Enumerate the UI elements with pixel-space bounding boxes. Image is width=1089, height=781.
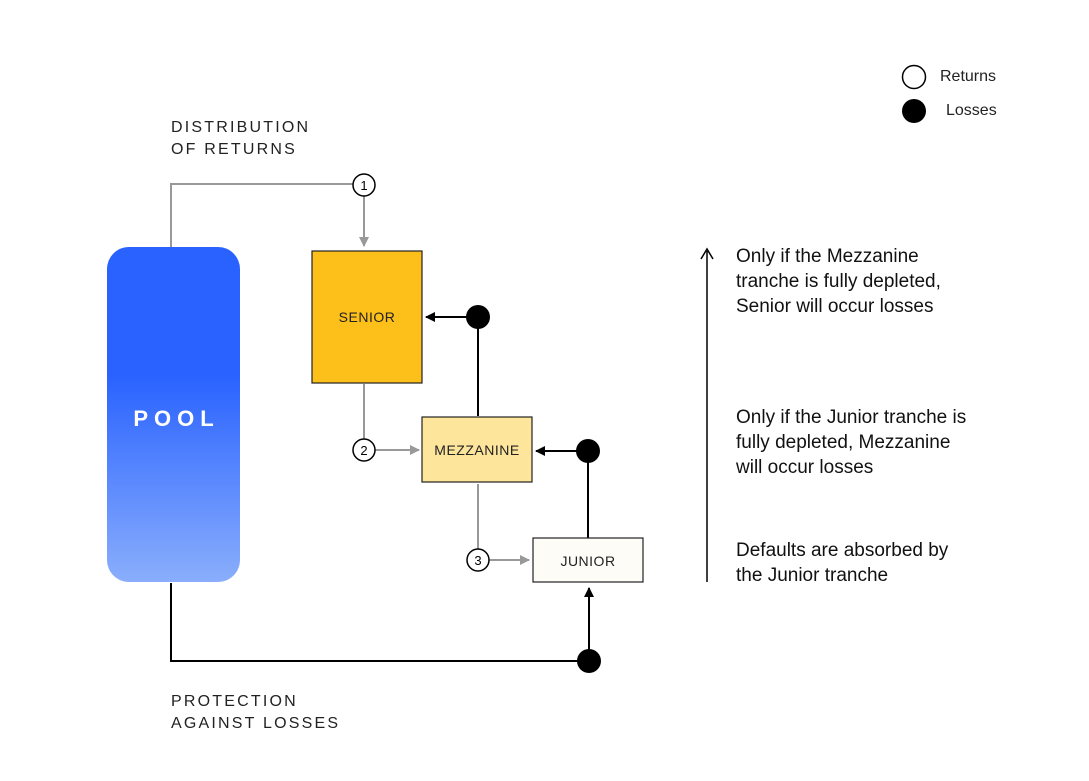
junior-tranche-label: JUNIOR xyxy=(560,553,616,569)
mezzanine-note-line-2: fully depleted, Mezzanine xyxy=(736,432,951,453)
senior-tranche-box xyxy=(311,250,423,384)
step-2-label: 2 xyxy=(360,443,367,458)
protection-caption-line-2: AGAINST LOSSES xyxy=(171,715,341,732)
pool-label: POOL xyxy=(133,406,220,431)
loss-dot-mezzanine xyxy=(576,439,600,463)
distribution-caption: DISTRIBUTION OF RETURNS xyxy=(171,117,310,161)
senior-tranche-label: SENIOR xyxy=(338,309,396,325)
mezzanine-tranche-label: MEZZANINE xyxy=(434,442,520,458)
losses-flow-line-pool xyxy=(170,583,589,662)
losses-legend-label: Losses xyxy=(946,102,997,119)
junior-note-line-1: Defaults are absorbed by xyxy=(736,540,949,561)
step-3-label: 3 xyxy=(474,553,481,568)
distribution-caption-line-1: DISTRIBUTION xyxy=(171,119,311,136)
step-2-circle xyxy=(352,438,376,462)
returns-legend-label: Returns xyxy=(940,68,997,85)
pool-container xyxy=(107,247,240,582)
protection-caption: PROTECTION AGAINST LOSSES xyxy=(171,691,340,735)
mezzanine-loss-note: Only if the Junior tranche is fully depl… xyxy=(736,405,1036,480)
returns-flow-line-1 xyxy=(170,183,353,247)
step-3-circle xyxy=(466,548,490,572)
priority-arrow-icon xyxy=(700,247,714,260)
senior-note-line-1: Only if the Mezzanine xyxy=(736,246,919,267)
junior-tranche-box xyxy=(532,537,644,583)
step-1-label: 1 xyxy=(360,178,367,193)
mezzanine-note-line-3: will occur losses xyxy=(736,457,874,478)
junior-loss-note: Defaults are absorbed by the Junior tran… xyxy=(736,538,1036,588)
junior-note-line-2: the Junior tranche xyxy=(736,565,889,586)
returns-legend-icon xyxy=(901,64,927,90)
senior-note-line-3: Senior will occur losses xyxy=(736,296,934,317)
mezzanine-note-line-1: Only if the Junior tranche is xyxy=(736,407,967,428)
senior-loss-note: Only if the Mezzanine tranche is fully d… xyxy=(736,244,1036,319)
step-1-circle xyxy=(352,173,376,197)
distribution-caption-line-2: OF RETURNS xyxy=(171,141,297,158)
loss-dot-pool xyxy=(577,649,601,673)
mezzanine-tranche-box xyxy=(421,416,533,483)
loss-dot-senior xyxy=(466,305,490,329)
losses-legend-icon xyxy=(902,99,926,123)
senior-note-line-2: tranche is fully depleted, xyxy=(736,271,941,292)
protection-caption-line-1: PROTECTION xyxy=(171,693,298,710)
